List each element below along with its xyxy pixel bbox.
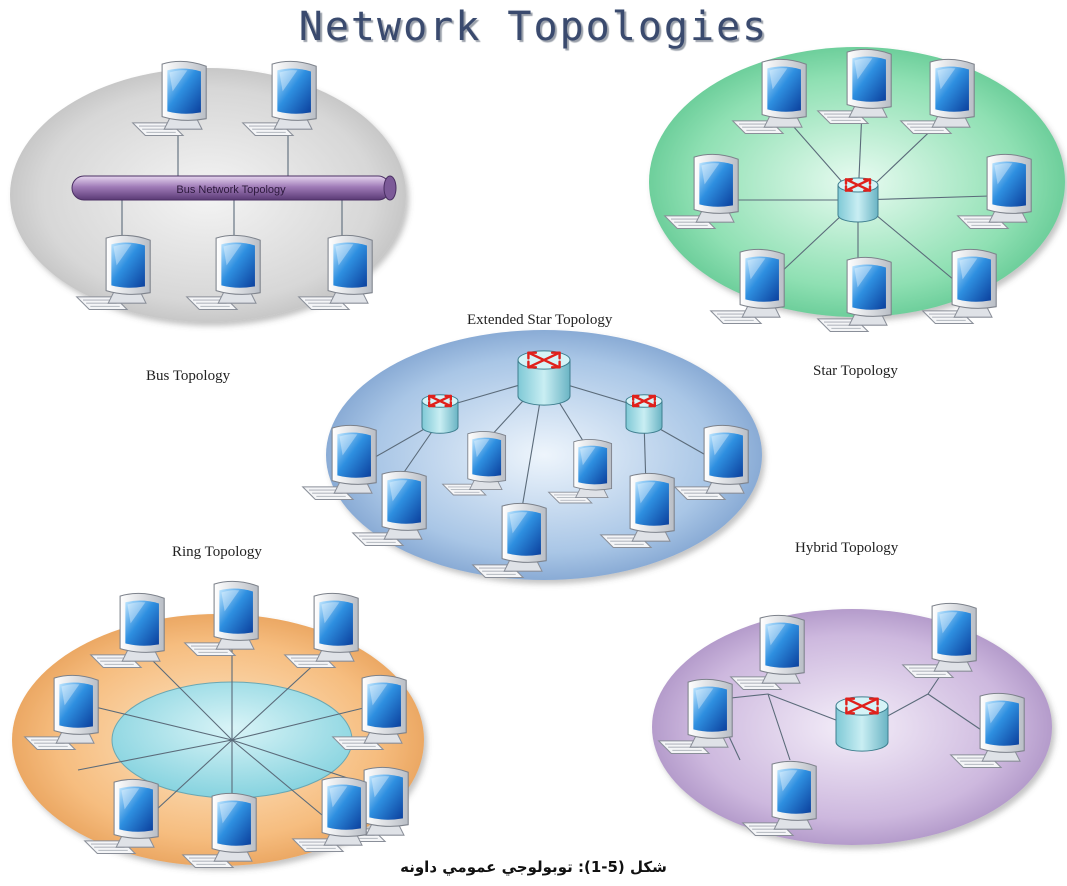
computer-icon [901,602,977,679]
computer-icon [301,424,377,501]
bus-pipe: Bus Network Topology [71,175,397,201]
computer-icon [333,766,409,843]
computer-icon [23,674,99,751]
computer-icon [351,470,427,547]
computer-icon [181,792,257,869]
computer-icon [291,776,367,853]
computer-icon [89,592,165,669]
computer-icon [956,153,1032,230]
computer-icon [921,248,997,325]
computer-icon [75,234,151,311]
computer-icon [731,58,807,135]
computer-icon [185,234,261,311]
computer-icon [673,424,749,501]
router-icon [517,350,571,406]
computer-icon [183,580,259,657]
star-topology-label: Star Topology [813,363,898,379]
computer-icon [471,502,547,579]
ring-topology-label: Ring Topology [172,544,262,560]
computer-icon [663,153,739,230]
computer-icon [83,778,159,855]
computer-icon [131,60,207,137]
computer-icon [241,60,317,137]
computer-icon [899,58,975,135]
router-icon [421,394,459,434]
computer-icon [741,760,817,837]
computer-icon [441,431,507,496]
bus-pipe-label: Bus Network Topology [176,184,286,196]
extended-star-topology-label: Extended Star Topology [467,312,613,328]
computer-icon [816,48,892,125]
computer-icon [949,692,1025,769]
bus-topology-label: Bus Topology [146,368,231,384]
computer-icon [283,592,359,669]
computer-icon [297,234,373,311]
hybrid-topology-label: Hybrid Topology [795,540,899,556]
computer-icon [599,472,675,549]
computer-icon [547,439,613,504]
page-title: Network Topologies [298,4,769,50]
router-icon [837,177,879,223]
router-icon [835,696,889,752]
computer-icon [331,674,407,751]
router-icon [625,394,663,434]
figure-caption: شكل (5-1): توبولوجي عمومي داونه [400,858,667,876]
computer-icon [657,678,733,755]
computer-icon [709,248,785,325]
computer-icon [729,614,805,691]
computer-icon [816,256,892,333]
